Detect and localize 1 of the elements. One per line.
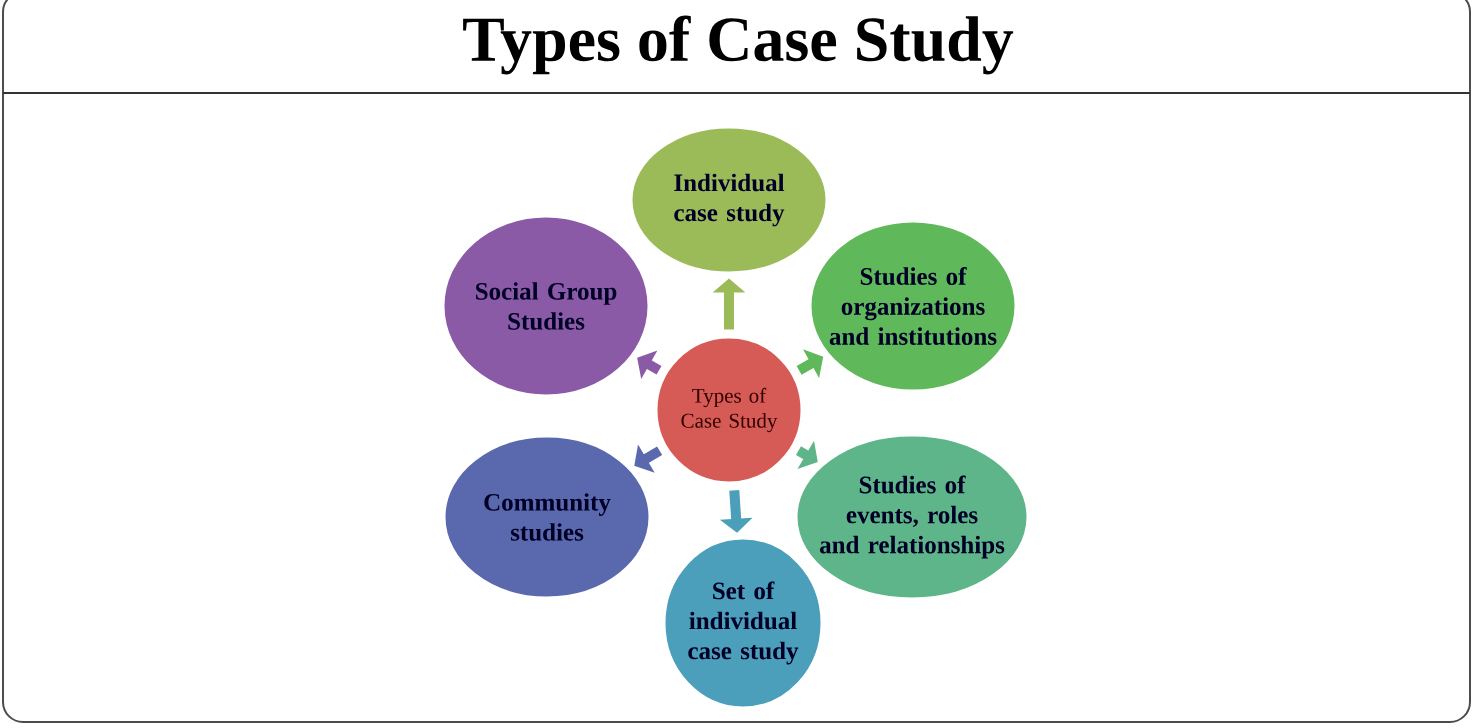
title: Types of Case Study bbox=[463, 15, 1014, 75]
